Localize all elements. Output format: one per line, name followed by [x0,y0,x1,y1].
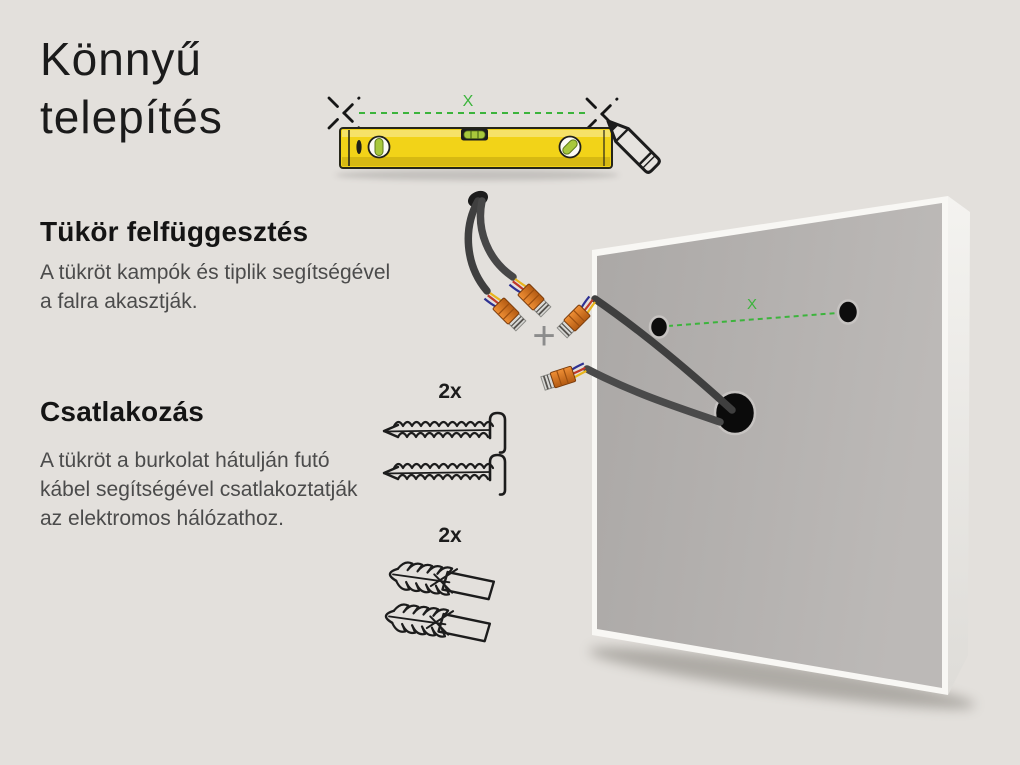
spirit-level-illustration: X [327,93,661,181]
mirror-cable [583,365,724,426]
plus-sign: + [532,314,555,358]
hole-spacing-label: X [747,296,757,313]
panel-side [948,196,970,695]
x-mark-icon [327,96,361,130]
hook-icon [382,411,507,454]
supply-cable [464,197,491,295]
section-body-mounting: A tükröt kampók és tiplik segítségével a… [40,261,391,313]
spirit-level-icon [339,127,613,169]
distance-label: X [463,93,474,110]
section-heading-mounting: Tükör felfüggesztés [40,216,309,247]
mounting-hooks-icon [382,411,507,496]
wire-connector [539,360,590,393]
hook-icon [382,453,507,496]
mirror-shadow [588,647,976,709]
level-shadow [335,169,619,181]
drill-hole [836,299,860,325]
plugs-quantity-label: 2x [438,524,462,547]
supply-cable [476,197,517,281]
wall-plug-icon [388,561,496,601]
wall-plugs-icon [384,561,496,643]
drill-hole [648,315,670,339]
page-title: Könnyű telepítés [40,33,223,143]
mirror-back-illustration: X + [464,190,976,709]
section-heading-connection: Csatlakozás [40,396,205,427]
section-body-connection: A tükröt a burkolat hátulján futó kábel … [40,449,358,530]
wall-plug-icon [384,603,492,643]
hooks-quantity-label: 2x [438,380,462,403]
pencil-icon [606,119,661,174]
x-mark-icon [585,97,619,131]
mirror-cable [591,295,736,414]
hole-spacing-line [667,312,838,327]
mirror-panel-back [597,203,942,688]
